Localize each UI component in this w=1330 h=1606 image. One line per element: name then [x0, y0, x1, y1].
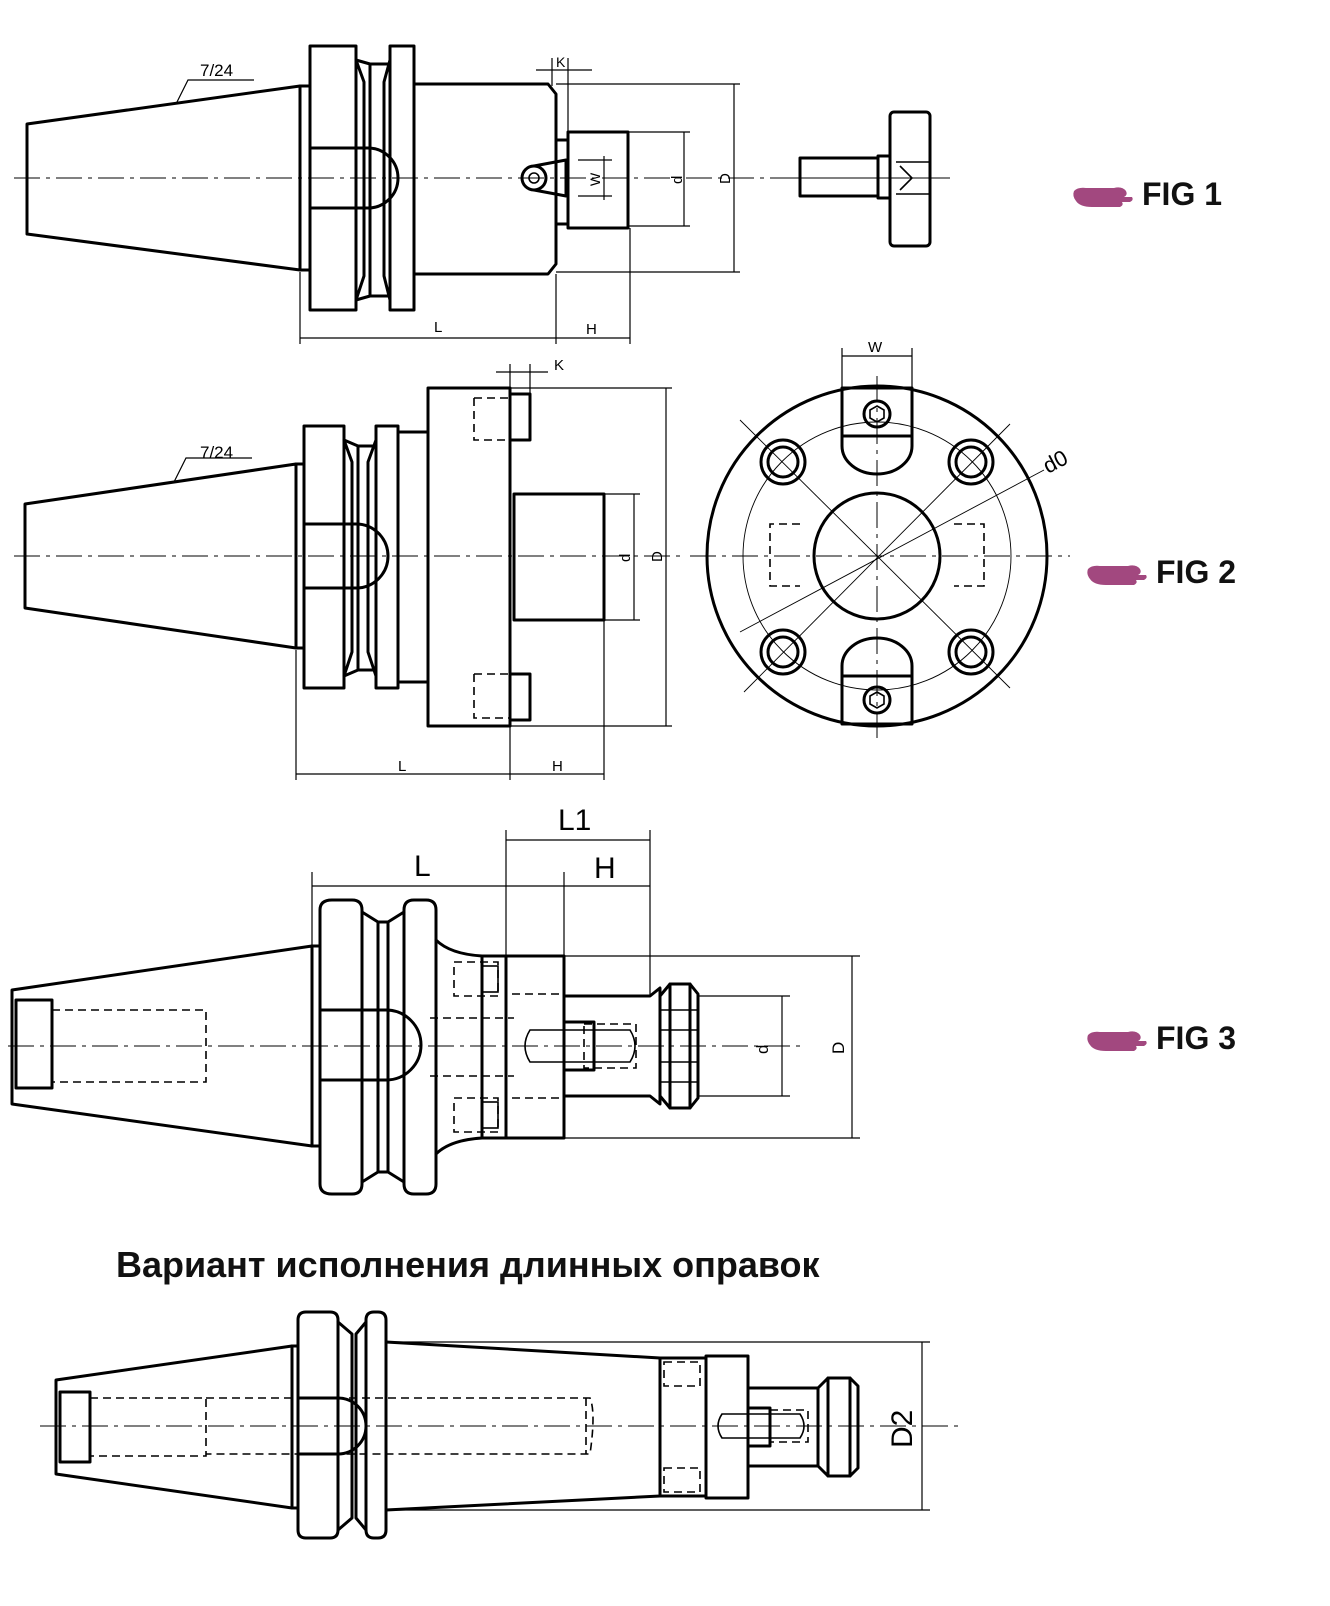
- pointing-hand-icon: [1073, 186, 1133, 207]
- fig1-dim-w: W: [587, 172, 603, 186]
- fig2-dim-D: D: [649, 551, 666, 562]
- fig1-dim-k: K: [556, 54, 566, 70]
- fig2-dim-w: W: [868, 339, 883, 356]
- fig2-dim-H: H: [552, 758, 563, 775]
- fig1-dim-D: D: [717, 173, 734, 184]
- fig3-label-text: FIG 3: [1156, 1020, 1237, 1056]
- fig2-dim-L: L: [398, 758, 406, 775]
- fig3-dim-L: L: [414, 850, 431, 883]
- pointing-hand-icon: [1087, 564, 1147, 585]
- pointing-hand-icon: [1087, 1030, 1147, 1051]
- fig2-drawing: K d D L H 7/24: [14, 339, 1072, 780]
- fig2-dim-d: d: [617, 554, 634, 562]
- long-variant-caption: Вариант исполнения длинных оправок: [116, 1244, 820, 1285]
- fig1-dim-H: H: [586, 321, 597, 338]
- fig1-label: FIG 1: [1072, 176, 1222, 213]
- long-variant-drawing: D2: [40, 1310, 960, 1540]
- fig2-dim-k: K: [554, 357, 564, 374]
- fig3-dim-H: H: [594, 852, 616, 885]
- fig1-drawing: K W d D L H 7/24: [14, 44, 950, 344]
- fig3-dim-d: d: [753, 1045, 772, 1054]
- fig2-taper-label: 7/24: [200, 443, 233, 462]
- fig1-dim-L: L: [434, 319, 442, 336]
- fig3-label: FIG 3: [1086, 1020, 1236, 1057]
- fig2-dim-d0: d0: [1039, 445, 1072, 479]
- fig3-dim-D: D: [829, 1042, 848, 1054]
- fig1-taper-label: 7/24: [200, 61, 233, 80]
- fig2-label: FIG 2: [1086, 554, 1236, 591]
- fig1-label-text: FIG 1: [1142, 176, 1223, 212]
- fig3-drawing: L1 L H d D: [8, 804, 860, 1196]
- fig1-dim-d: d: [669, 176, 686, 184]
- fig2-label-text: FIG 2: [1156, 554, 1237, 590]
- long-dim-D2: D2: [886, 1410, 919, 1448]
- fig3-dim-L1: L1: [558, 804, 591, 837]
